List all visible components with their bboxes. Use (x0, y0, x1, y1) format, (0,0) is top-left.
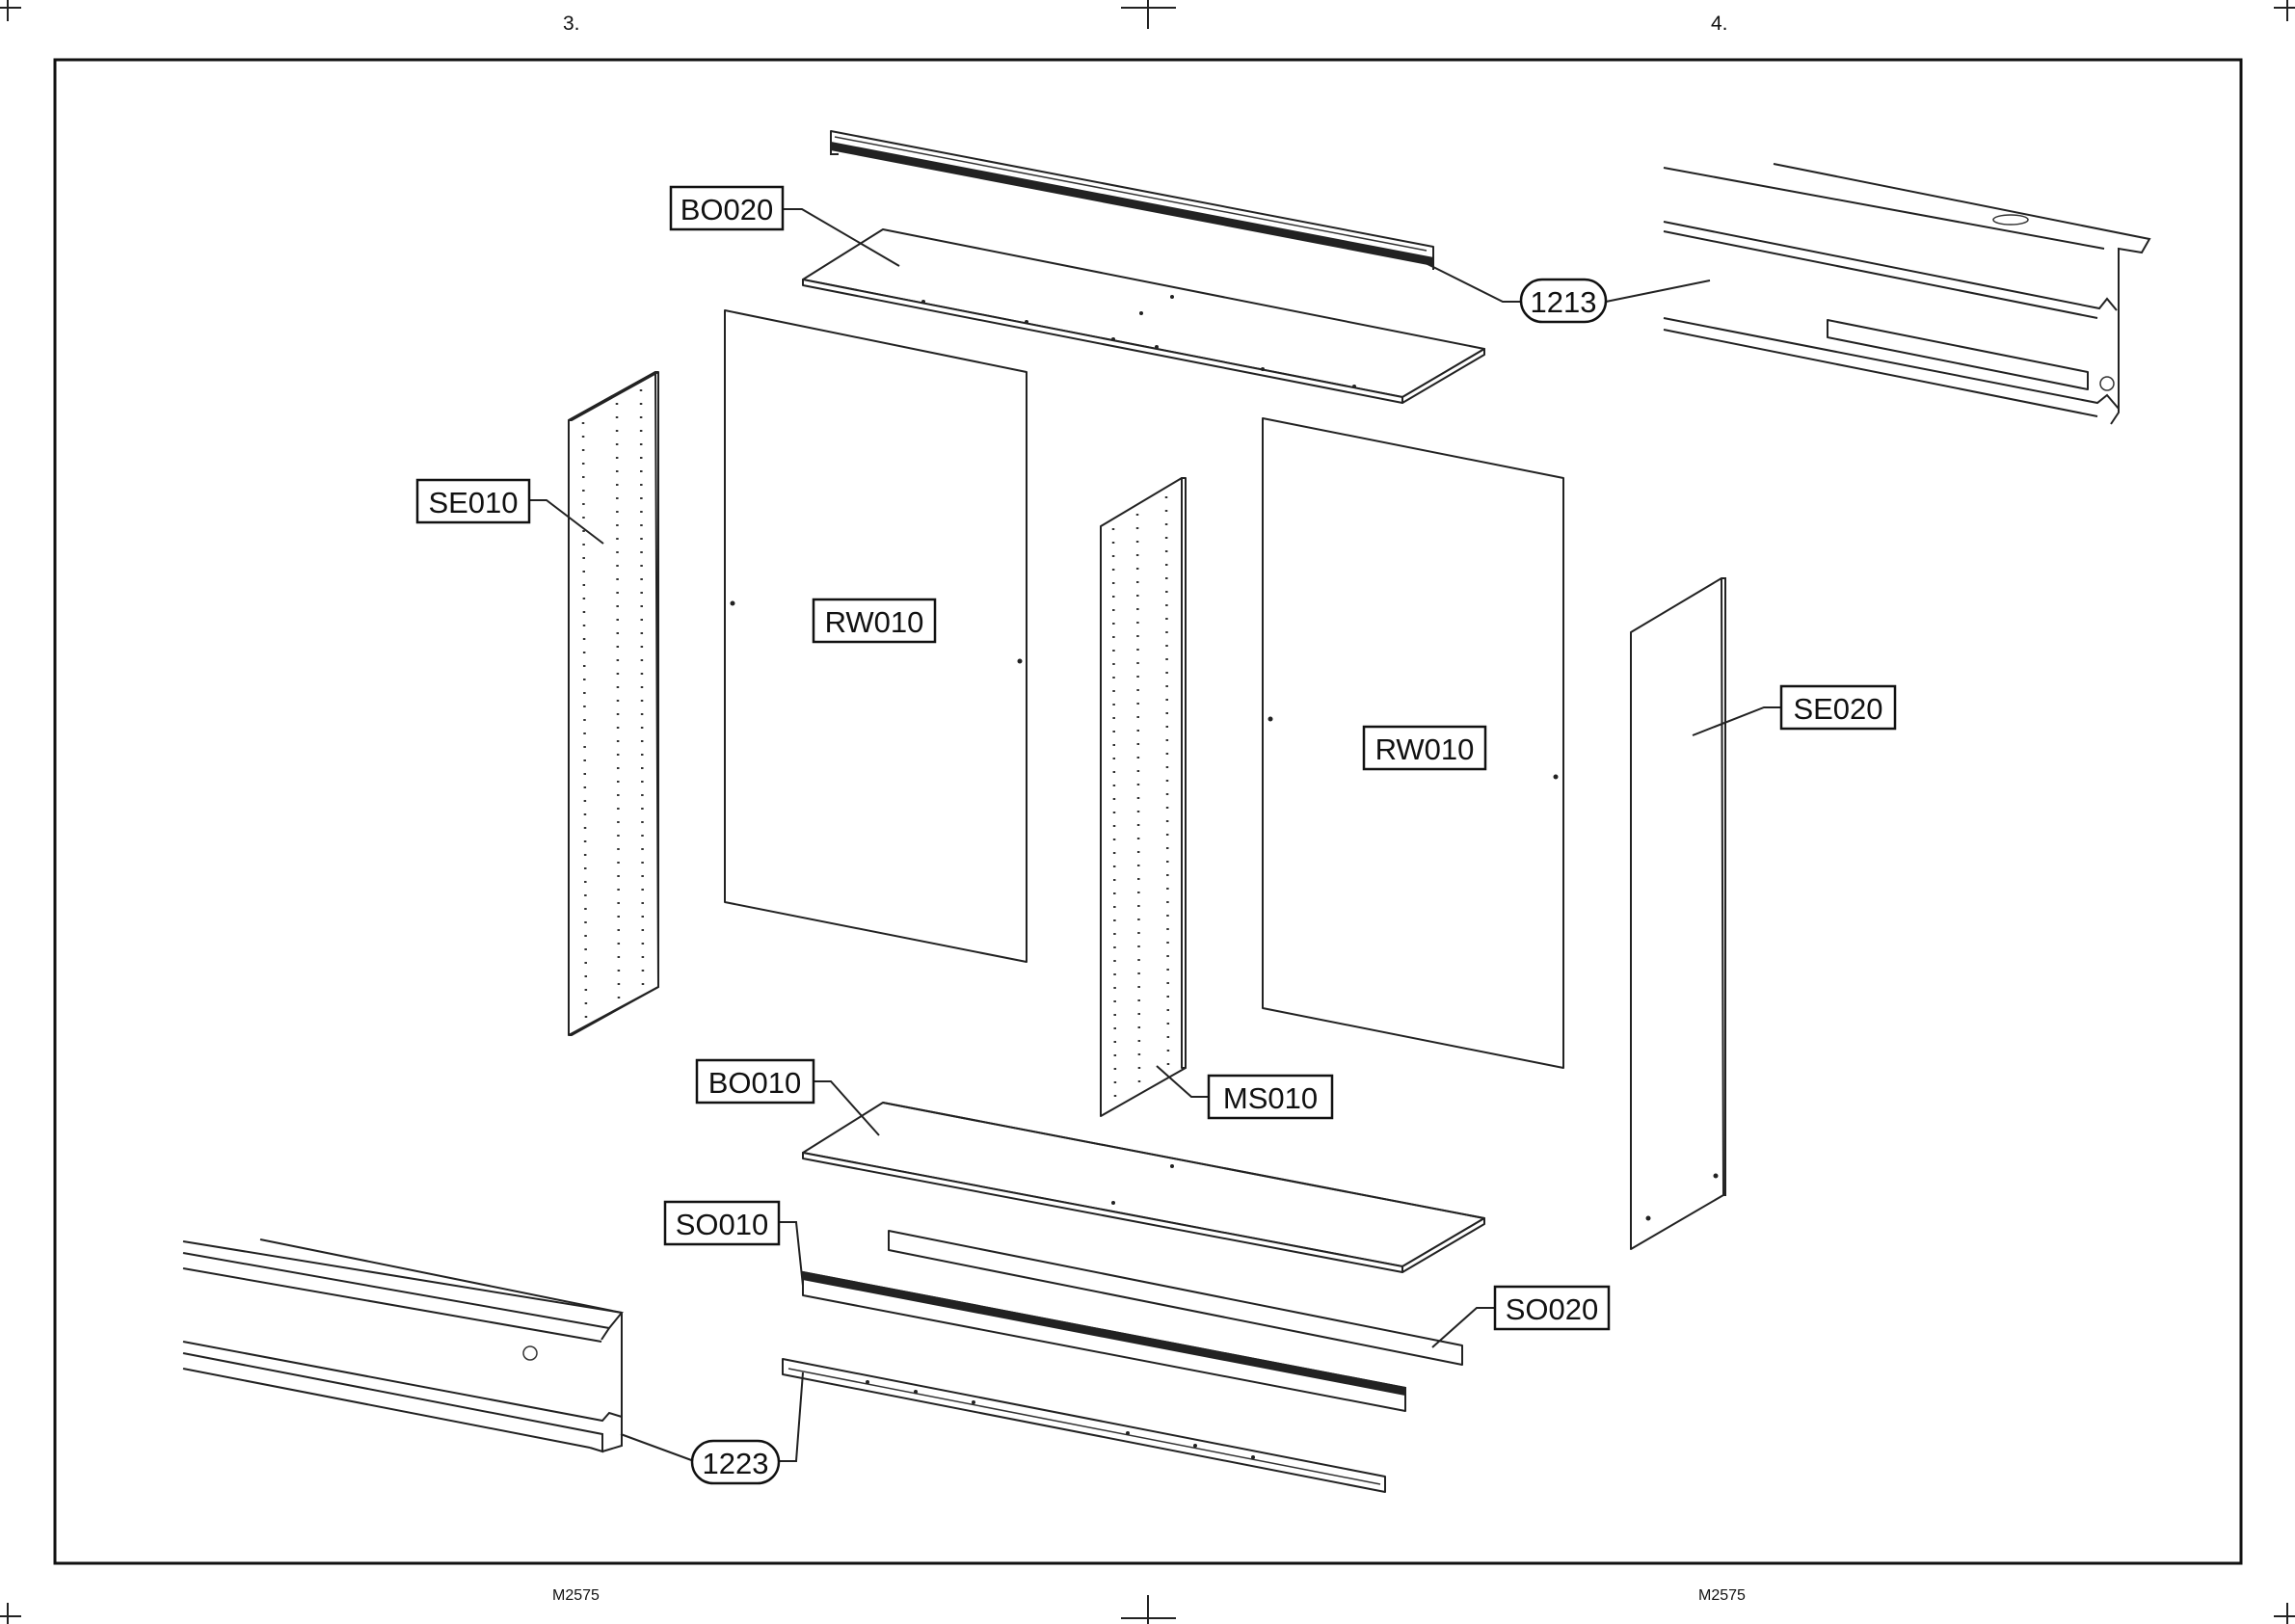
label-bo020: BO020 (671, 187, 783, 229)
label-rw010-right-text: RW010 (1375, 732, 1475, 766)
label-so020-text: SO020 (1506, 1292, 1599, 1326)
label-se010: SE010 (417, 480, 529, 522)
label-1223-text: 1223 (703, 1447, 769, 1480)
label-rw010-left-text: RW010 (825, 605, 924, 639)
label-bo010: BO010 (697, 1060, 814, 1103)
label-se020: SE020 (1781, 686, 1895, 729)
label-rw010-right: RW010 (1364, 727, 1485, 769)
label-bo020-text: BO020 (680, 193, 774, 226)
rail-detail-1223 (183, 1239, 622, 1451)
label-so010-text: SO010 (676, 1208, 769, 1241)
label-1213-text: 1213 (1531, 285, 1597, 319)
label-1223: 1223 (692, 1441, 779, 1483)
label-ms010: MS010 (1209, 1076, 1332, 1118)
label-so020: SO020 (1495, 1287, 1609, 1329)
label-se010-text: SE010 (428, 486, 518, 519)
label-rw010-left: RW010 (814, 599, 935, 642)
label-se020-text: SE020 (1793, 692, 1882, 726)
side-panel-se010 (569, 372, 658, 1035)
label-bo010-text: BO010 (708, 1066, 802, 1100)
rail-detail-1213 (1664, 164, 2149, 424)
label-1213: 1213 (1521, 280, 1606, 322)
label-so010: SO010 (665, 1202, 779, 1244)
middle-partition-ms010 (1101, 478, 1186, 1116)
side-panel-se020 (1631, 578, 1725, 1249)
label-ms010-text: MS010 (1223, 1081, 1318, 1115)
